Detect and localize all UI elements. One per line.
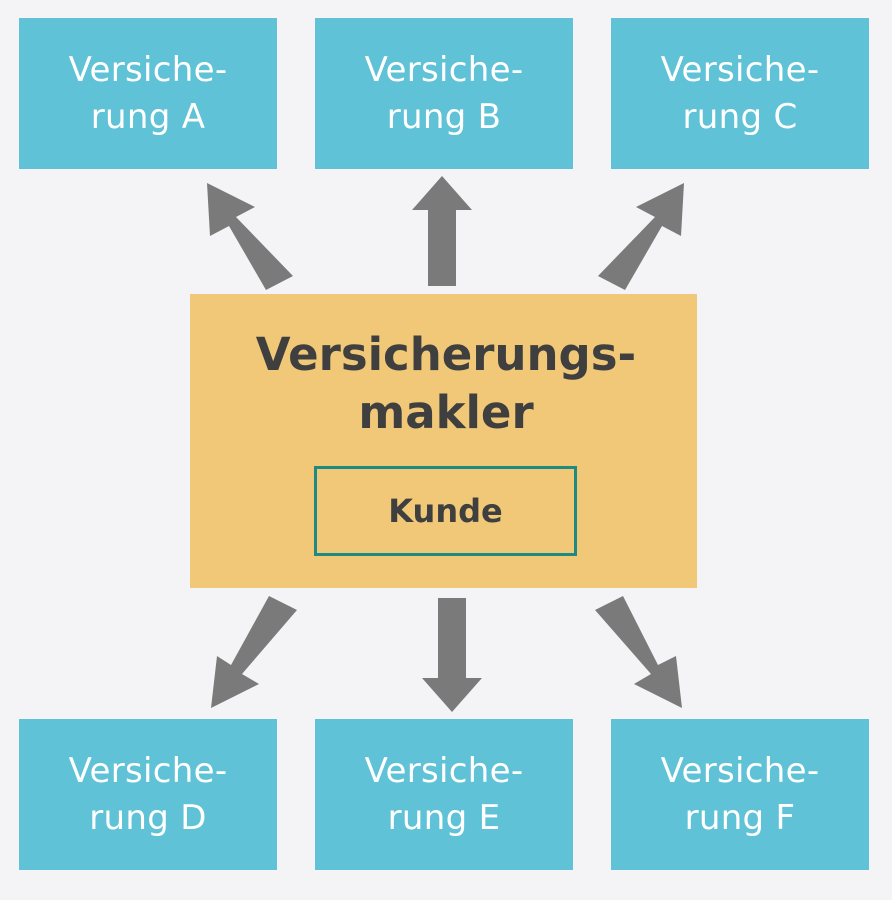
insurer-d-label-line1: Versiche- <box>68 750 228 791</box>
arrow-to-insurer-a <box>207 183 293 290</box>
insurer-a-label-line1: Versiche- <box>68 49 228 90</box>
arrow-to-insurer-b <box>412 176 472 286</box>
broker-title-line1: Versicherungs- <box>255 328 637 381</box>
insurer-f-label-line2: rung F <box>684 797 796 838</box>
broker-title-line2: makler <box>358 386 534 439</box>
insurer-f-box: Versiche- rung F <box>611 719 869 870</box>
insurer-e-label-line1: Versiche- <box>364 750 524 791</box>
insurer-a-label-line2: rung A <box>90 96 206 137</box>
insurer-d-box: Versiche- rung D <box>19 719 277 870</box>
customer-box: Kunde <box>314 466 577 556</box>
arrow-to-insurer-d <box>211 596 297 708</box>
insurer-d-label-line2: rung D <box>89 797 207 838</box>
insurer-c-box: Versiche- rung C <box>611 18 869 169</box>
insurer-e-box: Versiche- rung E <box>315 719 573 870</box>
broker-box <box>190 294 697 588</box>
customer-label: Kunde <box>388 492 503 530</box>
insurer-a-box: Versiche- rung A <box>19 18 277 169</box>
arrow-to-insurer-e <box>422 598 482 712</box>
insurer-c-label-line2: rung C <box>682 96 798 137</box>
broker-title: Versicherungs- makler <box>0 326 892 442</box>
insurer-b-label-line1: Versiche- <box>364 49 524 90</box>
insurer-b-label-line2: rung B <box>386 96 502 137</box>
arrow-to-insurer-f <box>595 596 682 708</box>
insurer-b-box: Versiche- rung B <box>315 18 573 169</box>
insurer-c-label-line1: Versiche- <box>660 49 820 90</box>
arrow-to-insurer-c <box>598 183 684 290</box>
insurer-f-label-line1: Versiche- <box>660 750 820 791</box>
insurer-e-label-line2: rung E <box>387 797 501 838</box>
